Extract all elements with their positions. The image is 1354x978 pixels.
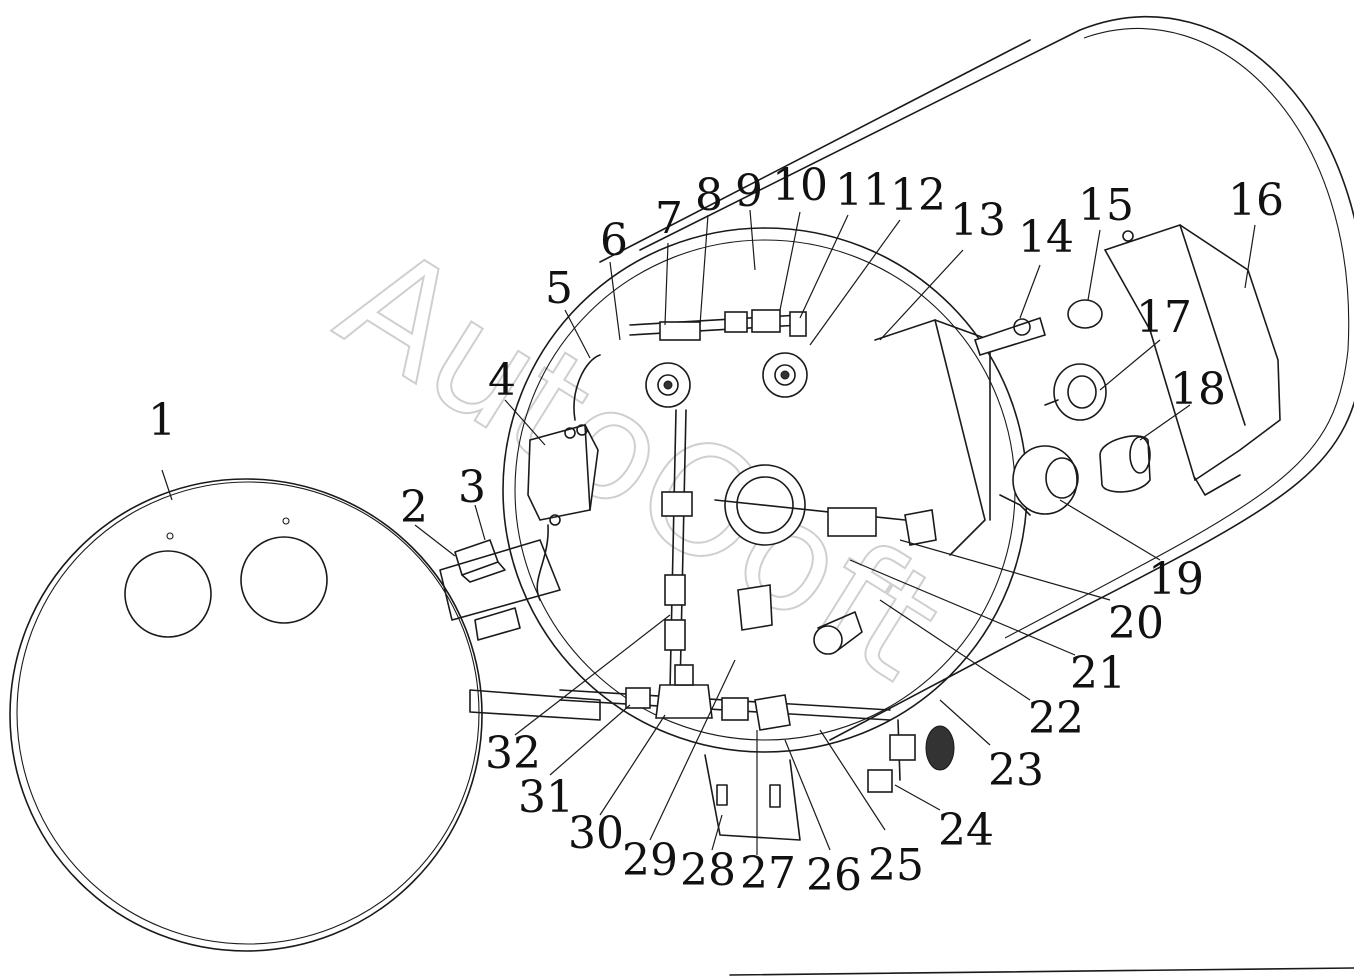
electrical-cover xyxy=(1103,224,1281,496)
label-21: 21 xyxy=(1070,648,1126,699)
label-4: 4 xyxy=(488,355,516,406)
bottom-rule xyxy=(729,967,1354,976)
upper-knobs xyxy=(645,352,808,408)
tank-cylinder xyxy=(599,15,1354,741)
label-12: 12 xyxy=(890,170,946,221)
mount-feet xyxy=(704,754,801,841)
leader-lines xyxy=(161,209,1256,855)
accessory-18 xyxy=(1099,435,1151,493)
label-10: 10 xyxy=(772,160,828,211)
label-25: 25 xyxy=(868,840,924,891)
anode-rod xyxy=(813,611,863,655)
label-8: 8 xyxy=(695,170,723,221)
cover-hole-left xyxy=(124,550,212,638)
power-cable xyxy=(573,354,601,421)
label-23: 23 xyxy=(988,745,1044,796)
control-box xyxy=(527,424,599,526)
label-19: 19 xyxy=(1148,554,1204,605)
label-6: 6 xyxy=(600,215,628,266)
label-3: 3 xyxy=(458,462,486,513)
label-2: 2 xyxy=(400,482,428,533)
label-13: 13 xyxy=(950,195,1006,246)
label-30: 30 xyxy=(568,808,624,859)
label-22: 22 xyxy=(1028,693,1084,744)
lower-cable xyxy=(536,524,549,601)
mounting-bracket xyxy=(439,539,601,721)
bottom-piping xyxy=(559,664,891,731)
accessory-14 xyxy=(973,316,1046,356)
label-11: 11 xyxy=(835,165,891,216)
label-16: 16 xyxy=(1228,175,1284,226)
label-1: 1 xyxy=(148,395,176,446)
left-vertical-pipe xyxy=(661,409,693,691)
label-28: 28 xyxy=(680,845,736,896)
label-7: 7 xyxy=(655,193,683,244)
label-14: 14 xyxy=(1018,212,1074,263)
part-labels: 1 2 3 4 5 6 7 8 9 10 11 12 13 14 15 16 1… xyxy=(148,160,1284,901)
label-27: 27 xyxy=(740,848,796,899)
label-18: 18 xyxy=(1170,364,1226,415)
label-20: 20 xyxy=(1108,598,1164,649)
label-26: 26 xyxy=(806,850,862,901)
top-piping xyxy=(629,309,807,341)
label-15: 15 xyxy=(1078,180,1134,231)
center-heater xyxy=(714,464,937,631)
drain-valve xyxy=(867,719,955,793)
label-31: 31 xyxy=(518,772,574,823)
cover-hole-right xyxy=(240,536,328,624)
label-5: 5 xyxy=(545,263,573,314)
accessory-15 xyxy=(1067,299,1103,329)
front-cover-disc xyxy=(9,478,483,952)
label-9: 9 xyxy=(735,166,763,217)
accessory-19 xyxy=(999,445,1079,516)
label-24: 24 xyxy=(938,805,994,856)
label-29: 29 xyxy=(622,835,678,886)
accessory-17 xyxy=(1044,363,1107,421)
label-17: 17 xyxy=(1136,292,1192,343)
clip-parts xyxy=(454,539,521,641)
label-32: 32 xyxy=(485,728,541,779)
